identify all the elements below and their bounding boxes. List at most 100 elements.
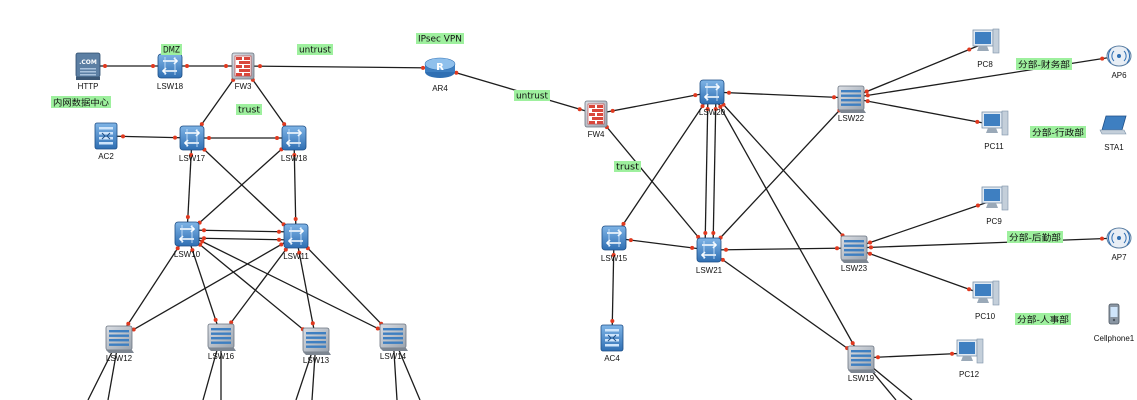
link-lsw17-lsw11[interactable] bbox=[191, 137, 297, 237]
node-pc12[interactable]: PC12 bbox=[956, 338, 984, 379]
node-lsw10[interactable]: LSW10 bbox=[174, 221, 201, 259]
node-lsw19[interactable]: LSW19 bbox=[847, 345, 876, 383]
link-lsw21-lsw23[interactable] bbox=[708, 247, 855, 251]
node-lsw14[interactable]: LSW14 bbox=[379, 323, 408, 361]
link-endpoint-dot bbox=[275, 136, 279, 140]
server-icon: .COM bbox=[75, 52, 101, 80]
switch-icon bbox=[699, 79, 725, 105]
link-lsw21-lsw15[interactable] bbox=[613, 237, 710, 251]
link-lsw23-ap7[interactable] bbox=[853, 237, 1120, 249]
node-cellphone1[interactable]: Cellphone1 bbox=[1094, 303, 1135, 343]
node-fw3[interactable]: FW3 bbox=[231, 52, 255, 91]
node-label: FW4 bbox=[588, 130, 605, 139]
link-endpoint-dot bbox=[711, 231, 716, 236]
zone-tag-bg bbox=[236, 104, 262, 115]
zone-tag-text: 内网数据中心 bbox=[53, 98, 110, 109]
link-endpoint-dot bbox=[175, 246, 180, 251]
link-lsw17-lsw10[interactable] bbox=[186, 137, 193, 235]
node-label: LSW19 bbox=[848, 374, 875, 383]
link-ac2-lsw17[interactable] bbox=[105, 135, 193, 139]
node-label: Cellphone1 bbox=[1094, 334, 1135, 343]
node-lsw18b[interactable]: LSW18 bbox=[281, 125, 308, 163]
switch-icon bbox=[283, 223, 309, 249]
zone-tag-intranet: 内网数据中心 bbox=[51, 96, 111, 109]
node-lsw17[interactable]: LSW17 bbox=[179, 125, 206, 163]
link-lsw22-ap6[interactable] bbox=[850, 55, 1120, 99]
zone-tag-untrust2: untrust bbox=[514, 90, 550, 102]
link-endpoint-dot bbox=[975, 203, 980, 208]
link-endpoint-dot bbox=[720, 257, 725, 262]
node-label: AR4 bbox=[432, 84, 448, 93]
link-endpoint-dot bbox=[868, 251, 873, 256]
ac-controller-icon bbox=[94, 122, 118, 150]
node-lsw23[interactable]: LSW23 bbox=[840, 235, 869, 273]
node-sta1[interactable]: STA1 bbox=[1099, 115, 1127, 152]
link-endpoint-dot bbox=[310, 321, 315, 326]
link-endpoint-dot bbox=[966, 287, 971, 292]
node-label: AC2 bbox=[98, 152, 114, 161]
link-lsw20-lsw15[interactable] bbox=[613, 91, 713, 239]
node-lsw18a[interactable]: LSW18 bbox=[157, 53, 184, 91]
link-lsw18b-lsw10[interactable] bbox=[186, 137, 295, 235]
link-lsw10-lsw14[interactable] bbox=[186, 233, 394, 337]
node-lsw15[interactable]: LSW15 bbox=[601, 225, 628, 263]
link-lsw23-pc9[interactable] bbox=[853, 199, 995, 249]
link-endpoint-dot bbox=[283, 247, 288, 252]
link-lsw20-lsw22[interactable] bbox=[711, 91, 852, 99]
node-lsw22[interactable]: LSW22 bbox=[837, 85, 866, 123]
link-fw4-lsw21[interactable] bbox=[595, 113, 710, 251]
link-endpoint-dot bbox=[199, 122, 204, 127]
node-lsw11[interactable]: LSW11 bbox=[283, 223, 309, 261]
link-lsw11-lsw12[interactable] bbox=[118, 235, 297, 339]
link-lsw11-lsw16[interactable] bbox=[220, 235, 297, 337]
node-label: LSW23 bbox=[841, 264, 868, 273]
link-lsw10-lsw12[interactable] bbox=[118, 233, 188, 339]
access-point-icon bbox=[1106, 45, 1132, 67]
node-pc10[interactable]: PC10 bbox=[972, 280, 1000, 321]
link-endpoint-dot bbox=[610, 108, 615, 113]
svg-text:.COM: .COM bbox=[79, 59, 97, 66]
node-ac2[interactable]: AC2 bbox=[94, 122, 118, 161]
link-lsw20-lsw19[interactable] bbox=[711, 91, 862, 359]
node-fw4[interactable]: FW4 bbox=[584, 100, 608, 139]
node-pc11[interactable]: PC11 bbox=[981, 110, 1009, 151]
node-lsw12[interactable]: LSW12 bbox=[105, 325, 134, 363]
node-ap7[interactable]: AP7 bbox=[1106, 227, 1132, 262]
node-ac4[interactable]: AC4 bbox=[600, 324, 624, 363]
link-lsw22-pc8[interactable] bbox=[850, 42, 986, 99]
zone-tag-logistics: 分部-后勤部 bbox=[1007, 231, 1063, 244]
link-lsw21-lsw22[interactable] bbox=[708, 97, 852, 251]
link-endpoint-dot bbox=[213, 317, 218, 322]
link-lsw10-lsw13[interactable] bbox=[186, 233, 317, 341]
node-pc9[interactable]: PC9 bbox=[981, 185, 1009, 226]
link-LSW20-LSW21[interactable] bbox=[704, 91, 709, 251]
pc-icon bbox=[981, 185, 1009, 211]
switch-icon bbox=[281, 125, 307, 151]
node-label: LSW21 bbox=[696, 266, 723, 275]
switch-icon bbox=[601, 225, 627, 251]
link-lsw21-lsw19[interactable] bbox=[708, 249, 862, 359]
link-endpoint-dot bbox=[850, 341, 855, 346]
node-lsw21[interactable]: LSW21 bbox=[696, 237, 723, 275]
link-lsw11-lsw14[interactable] bbox=[295, 235, 394, 337]
link-fw3-ar4[interactable] bbox=[242, 65, 441, 69]
node-lsw13[interactable]: LSW13 bbox=[302, 327, 331, 365]
node-pc8[interactable]: PC8 bbox=[972, 28, 1000, 69]
link-LSW20-LSW21[interactable] bbox=[712, 91, 717, 251]
node-label: LSW15 bbox=[601, 254, 628, 263]
node-lsw16[interactable]: LSW16 bbox=[207, 323, 236, 361]
link-lsw22-pc11[interactable] bbox=[850, 97, 995, 126]
node-lsw20[interactable]: LSW20 bbox=[699, 79, 726, 117]
pc-icon bbox=[956, 338, 984, 364]
link-endpoint-dot bbox=[693, 93, 698, 98]
node-label: LSW18 bbox=[281, 154, 308, 163]
node-ap6[interactable]: AP6 bbox=[1106, 45, 1132, 80]
link-lsw18b-lsw11[interactable] bbox=[293, 137, 297, 237]
link-endpoint-dot bbox=[375, 326, 380, 331]
link-fw4-lsw20[interactable] bbox=[595, 91, 713, 115]
link-endpoint-dot bbox=[279, 242, 284, 247]
link-lsw23-pc10[interactable] bbox=[853, 247, 986, 296]
